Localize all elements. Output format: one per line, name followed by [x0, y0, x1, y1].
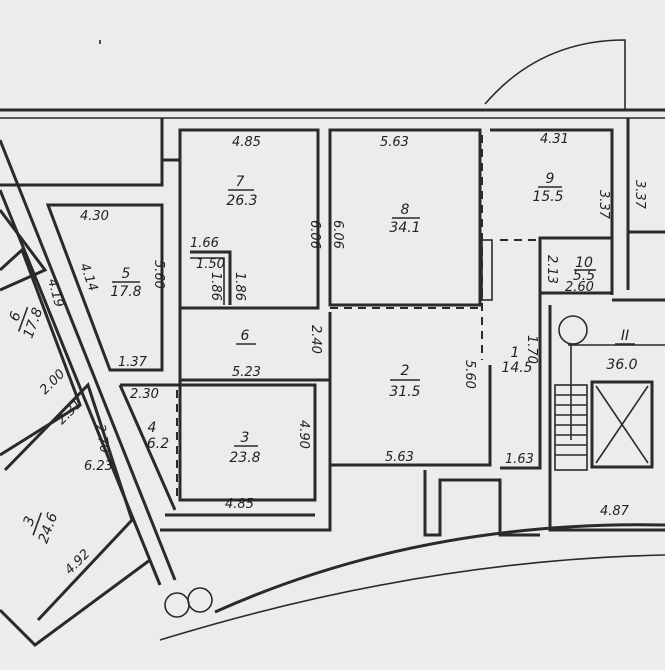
plan-label: 6.06	[330, 220, 345, 249]
plan-label: 4.19	[44, 277, 66, 309]
plan-label: 4.92	[62, 547, 93, 578]
room-II-label: II 36.0	[606, 328, 637, 373]
plan-label: 2	[401, 363, 410, 379]
room-9-label: 915.5	[532, 171, 563, 205]
plan-label: 17.8	[110, 284, 141, 300]
plan-label: 2.40	[308, 325, 323, 354]
room-5-label: 517.8	[110, 266, 141, 300]
pillar-icon	[164, 592, 190, 618]
room-3b-label: 324.6	[21, 511, 62, 546]
plan-label: 9	[546, 171, 555, 187]
plan-label: 6.23	[84, 459, 113, 474]
plan-label: 5.23	[232, 365, 261, 380]
room-2-label: 231.5	[389, 363, 420, 400]
plan-label: 10	[575, 255, 593, 271]
plan-label: 4.90	[296, 420, 311, 449]
plan-label: 2.13	[544, 255, 559, 284]
pillar-icon	[187, 587, 213, 613]
plan-label: 3	[241, 430, 250, 446]
plan-label: II	[621, 328, 629, 344]
plan-label: 14.5	[501, 360, 532, 376]
plan-label: 4.87	[600, 504, 630, 519]
plan-label: 1.86	[232, 272, 247, 301]
room-6-label: 6	[236, 328, 256, 345]
room-labels: 726.3 834.1 915.5 105.5 517.8 6 231.5 11…	[7, 171, 638, 546]
plan-label: 5.63	[385, 450, 414, 465]
plan-label: 6	[241, 328, 250, 344]
plan-label: 4.31	[540, 132, 569, 147]
plan-label: 2.70	[92, 423, 112, 454]
plan-label: 34.1	[389, 220, 420, 236]
plan-label: 5	[122, 266, 131, 282]
room-7-label: 726.3	[226, 174, 257, 209]
plan-label: 4.85	[225, 497, 254, 512]
plan-label: 1.86	[208, 272, 223, 301]
plan-label: 5.60	[462, 360, 477, 389]
plan-label: 31.5	[389, 384, 420, 400]
plan-label: 7	[236, 174, 245, 190]
plan-label: 3.37	[632, 180, 647, 210]
plan-label: 1.37	[118, 355, 148, 370]
plan-label: 36.0	[606, 357, 637, 373]
plan-label: 4.85	[232, 135, 261, 150]
plan-label: 2.30	[130, 387, 159, 402]
room-6b-label: 617.8	[7, 306, 47, 341]
plan-label: 6.2	[147, 436, 169, 452]
plan-label: 1	[511, 345, 520, 361]
walls	[0, 39, 665, 647]
room-10-label: 105.5	[573, 255, 596, 284]
plan-label: 4.30	[80, 209, 109, 224]
plan-label: 2.60	[565, 280, 594, 295]
elevator-icon	[590, 380, 654, 469]
plan-label: 1.50	[196, 257, 225, 272]
column-icon	[558, 315, 588, 345]
plan-label: 1.70	[524, 335, 539, 364]
plan-label: 5.5	[573, 268, 595, 284]
plan-label: 1.63	[505, 452, 534, 467]
room-1-label: 114.5	[501, 345, 532, 376]
plan-label: 2.31	[54, 397, 85, 428]
balcony-arc	[484, 39, 626, 110]
plan-label: 6.06	[307, 220, 322, 249]
plan-label: 2.00	[37, 367, 68, 398]
plan-label: 5.63	[380, 135, 409, 150]
plan-label: 1.66	[190, 236, 219, 251]
plan-label: 5.60	[151, 260, 166, 289]
plan-label: 17.8	[21, 306, 47, 341]
plan-label: 4	[148, 420, 157, 436]
plan-label: 26.3	[226, 193, 257, 209]
room-4-label: 46.2	[147, 420, 169, 452]
plan-label: 23.8	[229, 450, 260, 466]
room-8-label: 834.1	[389, 202, 420, 236]
stairs-icon	[554, 345, 588, 471]
dimension-labels: 4.85 6.06 5.63 6.06 4.31 3.37 3.37 2.13 …	[37, 132, 647, 578]
room-3-label: 323.8	[229, 430, 260, 466]
plan-label: 3.37	[596, 190, 611, 220]
plan-label: 8	[401, 202, 410, 218]
plan-label: 15.5	[532, 189, 563, 205]
